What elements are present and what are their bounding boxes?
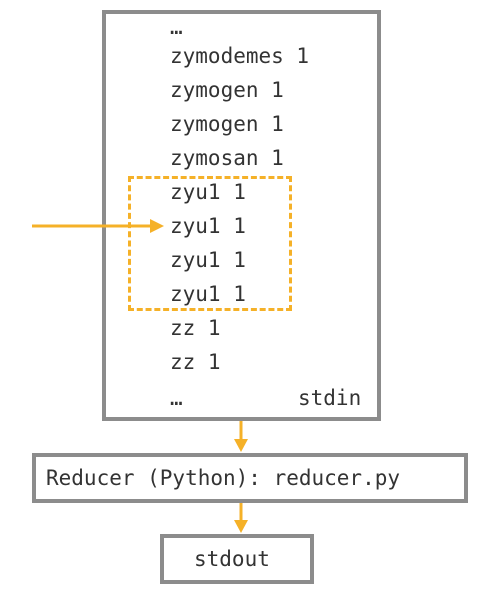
stdin-line: zymogen 1 — [170, 78, 284, 102]
stdin-line: zymodemes 1 — [170, 44, 310, 68]
stdin-to-reducer-head — [234, 439, 248, 452]
stdin-line: … — [170, 386, 183, 410]
stdin-line: zyu1 1 — [170, 248, 246, 272]
reducer-box — [32, 453, 468, 503]
stdin-line: zymosan 1 — [170, 146, 284, 170]
stdin-line: zz 1 — [170, 350, 221, 374]
stdin-box — [102, 10, 381, 421]
reducer-to-stdout-head — [234, 520, 248, 533]
stdout-label: stdout — [194, 547, 270, 571]
stdin-line: zymogen 1 — [170, 112, 284, 136]
stdin-line: zyu1 1 — [170, 214, 246, 238]
reducer-label: Reducer (Python): reducer.py — [46, 466, 401, 490]
stdin-label: stdin — [298, 386, 362, 410]
stdin-line: zyu1 1 — [170, 180, 246, 204]
stdin-line: zyu1 1 — [170, 282, 246, 306]
pointer-arrow-head — [150, 219, 164, 233]
stdin-line: zz 1 — [170, 316, 221, 340]
current-key-group-highlight — [128, 176, 292, 311]
reducer-to-stdout-arrow — [234, 503, 248, 533]
stdin-to-reducer-arrow — [234, 421, 248, 452]
stdin-line: … — [170, 15, 183, 39]
pointer-arrow — [32, 219, 164, 233]
stdout-box — [160, 534, 314, 584]
